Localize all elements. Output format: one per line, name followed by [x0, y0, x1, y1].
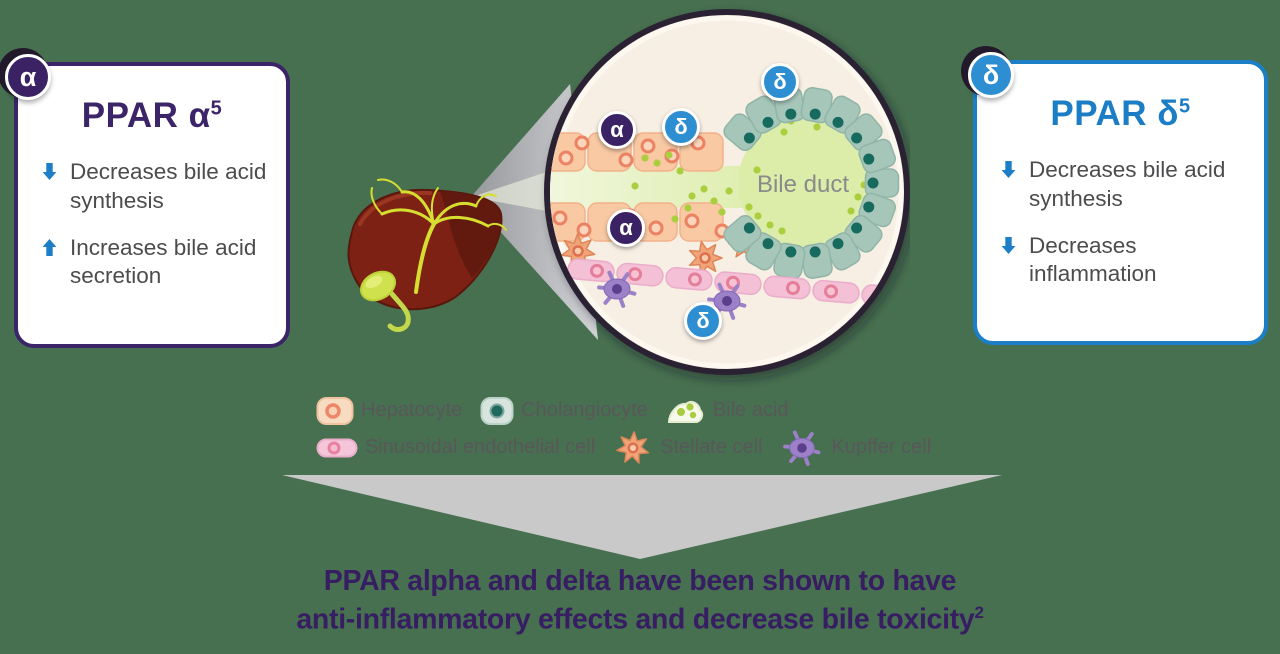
arrow-down-icon: [1001, 161, 1017, 178]
caption-line1: PPAR alpha and delta have been shown to …: [323, 565, 957, 597]
effect-text: Decreases bile acid synthesis: [1029, 157, 1226, 211]
legend-label: Hepatocyte: [361, 399, 463, 421]
bile-acid-icon: [666, 396, 706, 426]
legend-item-cholangiocyte: Cholangiocyte: [480, 396, 648, 426]
list-item: Decreases inflammation: [1001, 232, 1254, 290]
ppar-delta-badge: δ: [968, 52, 1014, 98]
delta-badge: δ: [761, 63, 799, 101]
funnel-arrow: [278, 470, 1006, 562]
list-item: Increases bile acid secretion: [42, 234, 276, 292]
ppar-alpha-badge: α: [5, 54, 51, 100]
ppar-alpha-title: PPAR α5: [81, 96, 223, 135]
bile-duct-lumen: [738, 118, 868, 248]
effect-text: Decreases inflammation: [1029, 232, 1157, 287]
sinusoidal-endothelial-cell-icon: [316, 437, 358, 459]
legend-item-stellate: Stellate cell: [613, 430, 762, 466]
kupffer-cell-icon: [780, 430, 824, 466]
liver-magnifier-illustration: Bile duct: [330, 0, 910, 400]
ppar-delta-title: PPAR δ5: [1050, 94, 1191, 133]
legend-label: Sinusoidal endothelial cell: [365, 436, 596, 458]
alpha-badge: α: [598, 111, 636, 149]
list-item: Decreases bile acid synthesis: [42, 158, 276, 216]
delta-badge: δ: [662, 108, 700, 146]
stellate-cell-icon: [613, 430, 653, 466]
bile-acid-dots: [631, 151, 733, 223]
ppar-delta-effects-list: Decreases bile acid synthesis Decreases …: [977, 156, 1264, 289]
legend-row: Hepatocyte Cholangiocyte Bile acid: [316, 392, 996, 429]
list-item: Decreases bile acid synthesis: [1001, 156, 1254, 214]
effect-text: Decreases bile acid synthesis: [70, 159, 267, 213]
lens-illustration-svg: Bile duct: [347, 9, 910, 375]
cholangiocyte-icon: [480, 396, 514, 426]
effect-text: Increases bile acid secretion: [70, 234, 257, 289]
legend-row: Sinusoidal endothelial cell Stellate cel…: [316, 429, 996, 466]
delta-badge: δ: [684, 302, 722, 340]
legend-item-sinusoidal: Sinusoidal endothelial cell: [316, 436, 595, 459]
ppar-delta-card: PPAR δ5 Decreases bile acid synthesis De…: [973, 60, 1268, 345]
legend-label: Bile acid: [712, 399, 789, 421]
arrow-down-icon: [1001, 236, 1017, 254]
legend: Hepatocyte Cholangiocyte Bile acid Si: [316, 392, 996, 466]
bile-duct-label: Bile duct: [757, 171, 849, 198]
stellate-cells: [560, 233, 723, 276]
gallbladder-icon: [359, 270, 411, 332]
caption-line2: anti-inflammatory effects and decrease b…: [296, 603, 984, 636]
tissue-view: Bile duct: [550, 87, 904, 320]
legend-item-kupffer: Kupffer cell: [780, 430, 931, 466]
legend-item-hepatocyte: Hepatocyte: [316, 396, 462, 426]
alpha-badge: α: [607, 209, 645, 247]
liver-icon: [347, 178, 507, 332]
arrow-up-icon: [42, 238, 58, 256]
legend-label: Kupffer cell: [831, 436, 932, 458]
legend-label: Stellate cell: [660, 436, 763, 458]
legend-label: Cholangiocyte: [521, 399, 648, 421]
arrow-down-icon: [42, 163, 58, 180]
legend-item-bile-acid: Bile acid: [666, 396, 789, 426]
cholangiocyte-ring: [723, 87, 900, 279]
ppar-alpha-card: PPAR α5 Decreases bile acid synthesis In…: [14, 62, 290, 348]
hepatocyte-icon: [316, 396, 354, 426]
caption: PPAR alpha and delta have been shown to …: [0, 566, 1280, 636]
ppar-alpha-effects-list: Decreases bile acid synthesis Increases …: [18, 158, 286, 291]
biliary-tree: [370, 178, 507, 294]
